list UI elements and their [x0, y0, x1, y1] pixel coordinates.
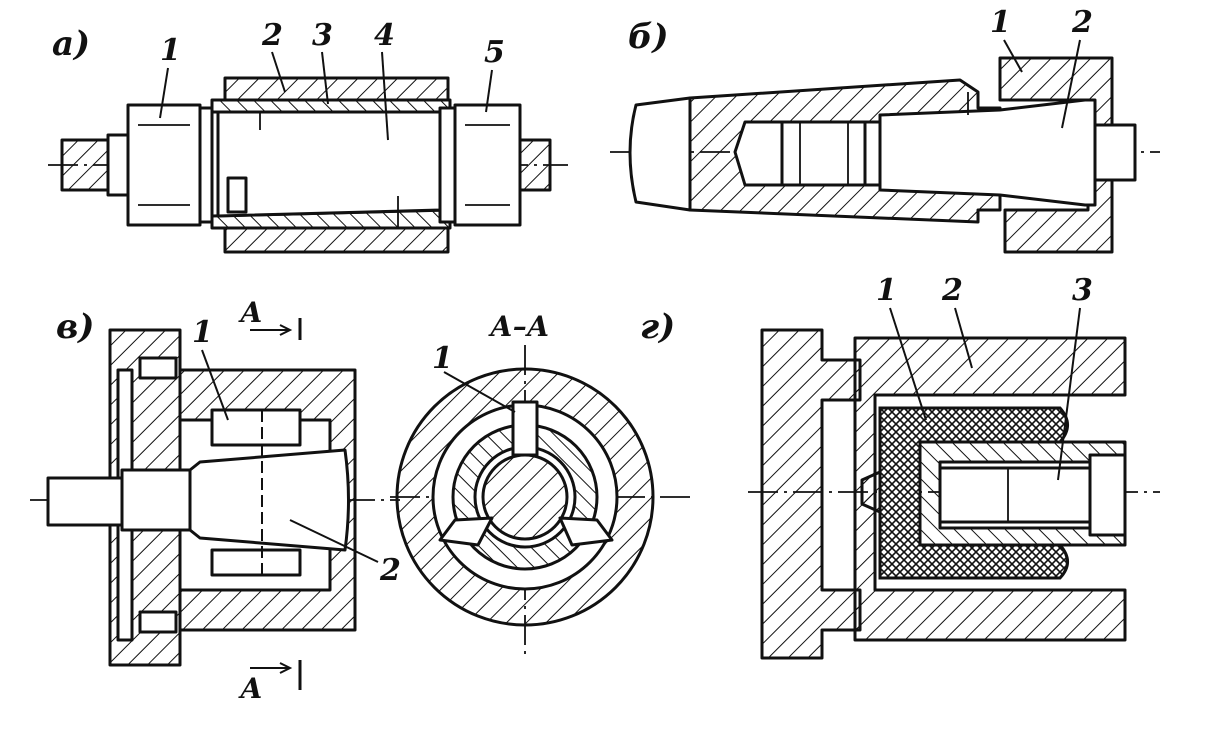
- section-aa-label: А–А: [488, 310, 550, 343]
- center-shaft: [481, 453, 569, 541]
- callout-a-5: 5: [484, 35, 505, 70]
- section-mark-bottom: А: [238, 672, 263, 705]
- callout-a-2: 2: [261, 18, 283, 53]
- callout-a-4: 4: [374, 18, 395, 53]
- callout-g-1: 1: [876, 273, 897, 308]
- panel-label-b: б): [628, 17, 669, 57]
- pressure-plunger: [938, 466, 1092, 524]
- right-nut: [453, 103, 522, 227]
- callout-b-1: 1: [990, 5, 1011, 40]
- left-center-stub: [60, 138, 110, 192]
- shank-stem: [46, 476, 124, 527]
- right-washer: [438, 106, 457, 224]
- panel-label-g: г): [640, 307, 675, 347]
- outer-housing: [853, 336, 1127, 642]
- callout-b-2: 2: [1071, 5, 1093, 40]
- base-plate: [760, 328, 862, 660]
- plug: [860, 470, 882, 514]
- split-bushing-top: [210, 98, 452, 114]
- tapered-mandrel: [216, 110, 442, 218]
- callout-a-1: 1: [160, 33, 181, 68]
- left-neck: [106, 133, 130, 197]
- sleeve-bottom: [223, 226, 450, 254]
- panel-label-a: а): [52, 24, 90, 64]
- collet-screw: [1093, 123, 1137, 182]
- callout-v-1: 1: [192, 315, 213, 350]
- jaw-bottom: [210, 548, 302, 577]
- figure-v: в) А А 1 2: [30, 296, 401, 705]
- collet: [878, 98, 1097, 207]
- taper-shank-end: [628, 96, 692, 212]
- section-mark-top: А: [238, 296, 263, 329]
- callout-v-2: 2: [379, 553, 401, 588]
- left-washer: [198, 106, 214, 224]
- jaw-top: [210, 408, 302, 447]
- section-jaw-top: [511, 400, 539, 457]
- callout-a-3: 3: [312, 18, 333, 53]
- tapered-plunger: [188, 448, 350, 552]
- callout-section-1: 1: [432, 341, 453, 376]
- figure-g: г) 1 2 3: [640, 273, 1160, 660]
- callout-g-2: 2: [941, 273, 963, 308]
- screw-head: [780, 120, 867, 187]
- callout-g-3: 3: [1072, 273, 1093, 308]
- plunger-head: [1088, 453, 1127, 537]
- figure-a: а) 1 2 3 4 5: [48, 18, 568, 254]
- sleeve-top: [223, 76, 450, 102]
- section-jaw-right: [558, 516, 614, 547]
- right-center-stub: [518, 138, 552, 192]
- section-aa: А–А 1: [390, 310, 690, 660]
- left-nut: [126, 103, 202, 227]
- figure-b: б) 1 2: [610, 5, 1160, 254]
- pin: [226, 176, 248, 214]
- panel-label-v: в): [56, 307, 94, 347]
- section-jaw-left: [438, 516, 494, 547]
- plunger-base: [120, 468, 192, 532]
